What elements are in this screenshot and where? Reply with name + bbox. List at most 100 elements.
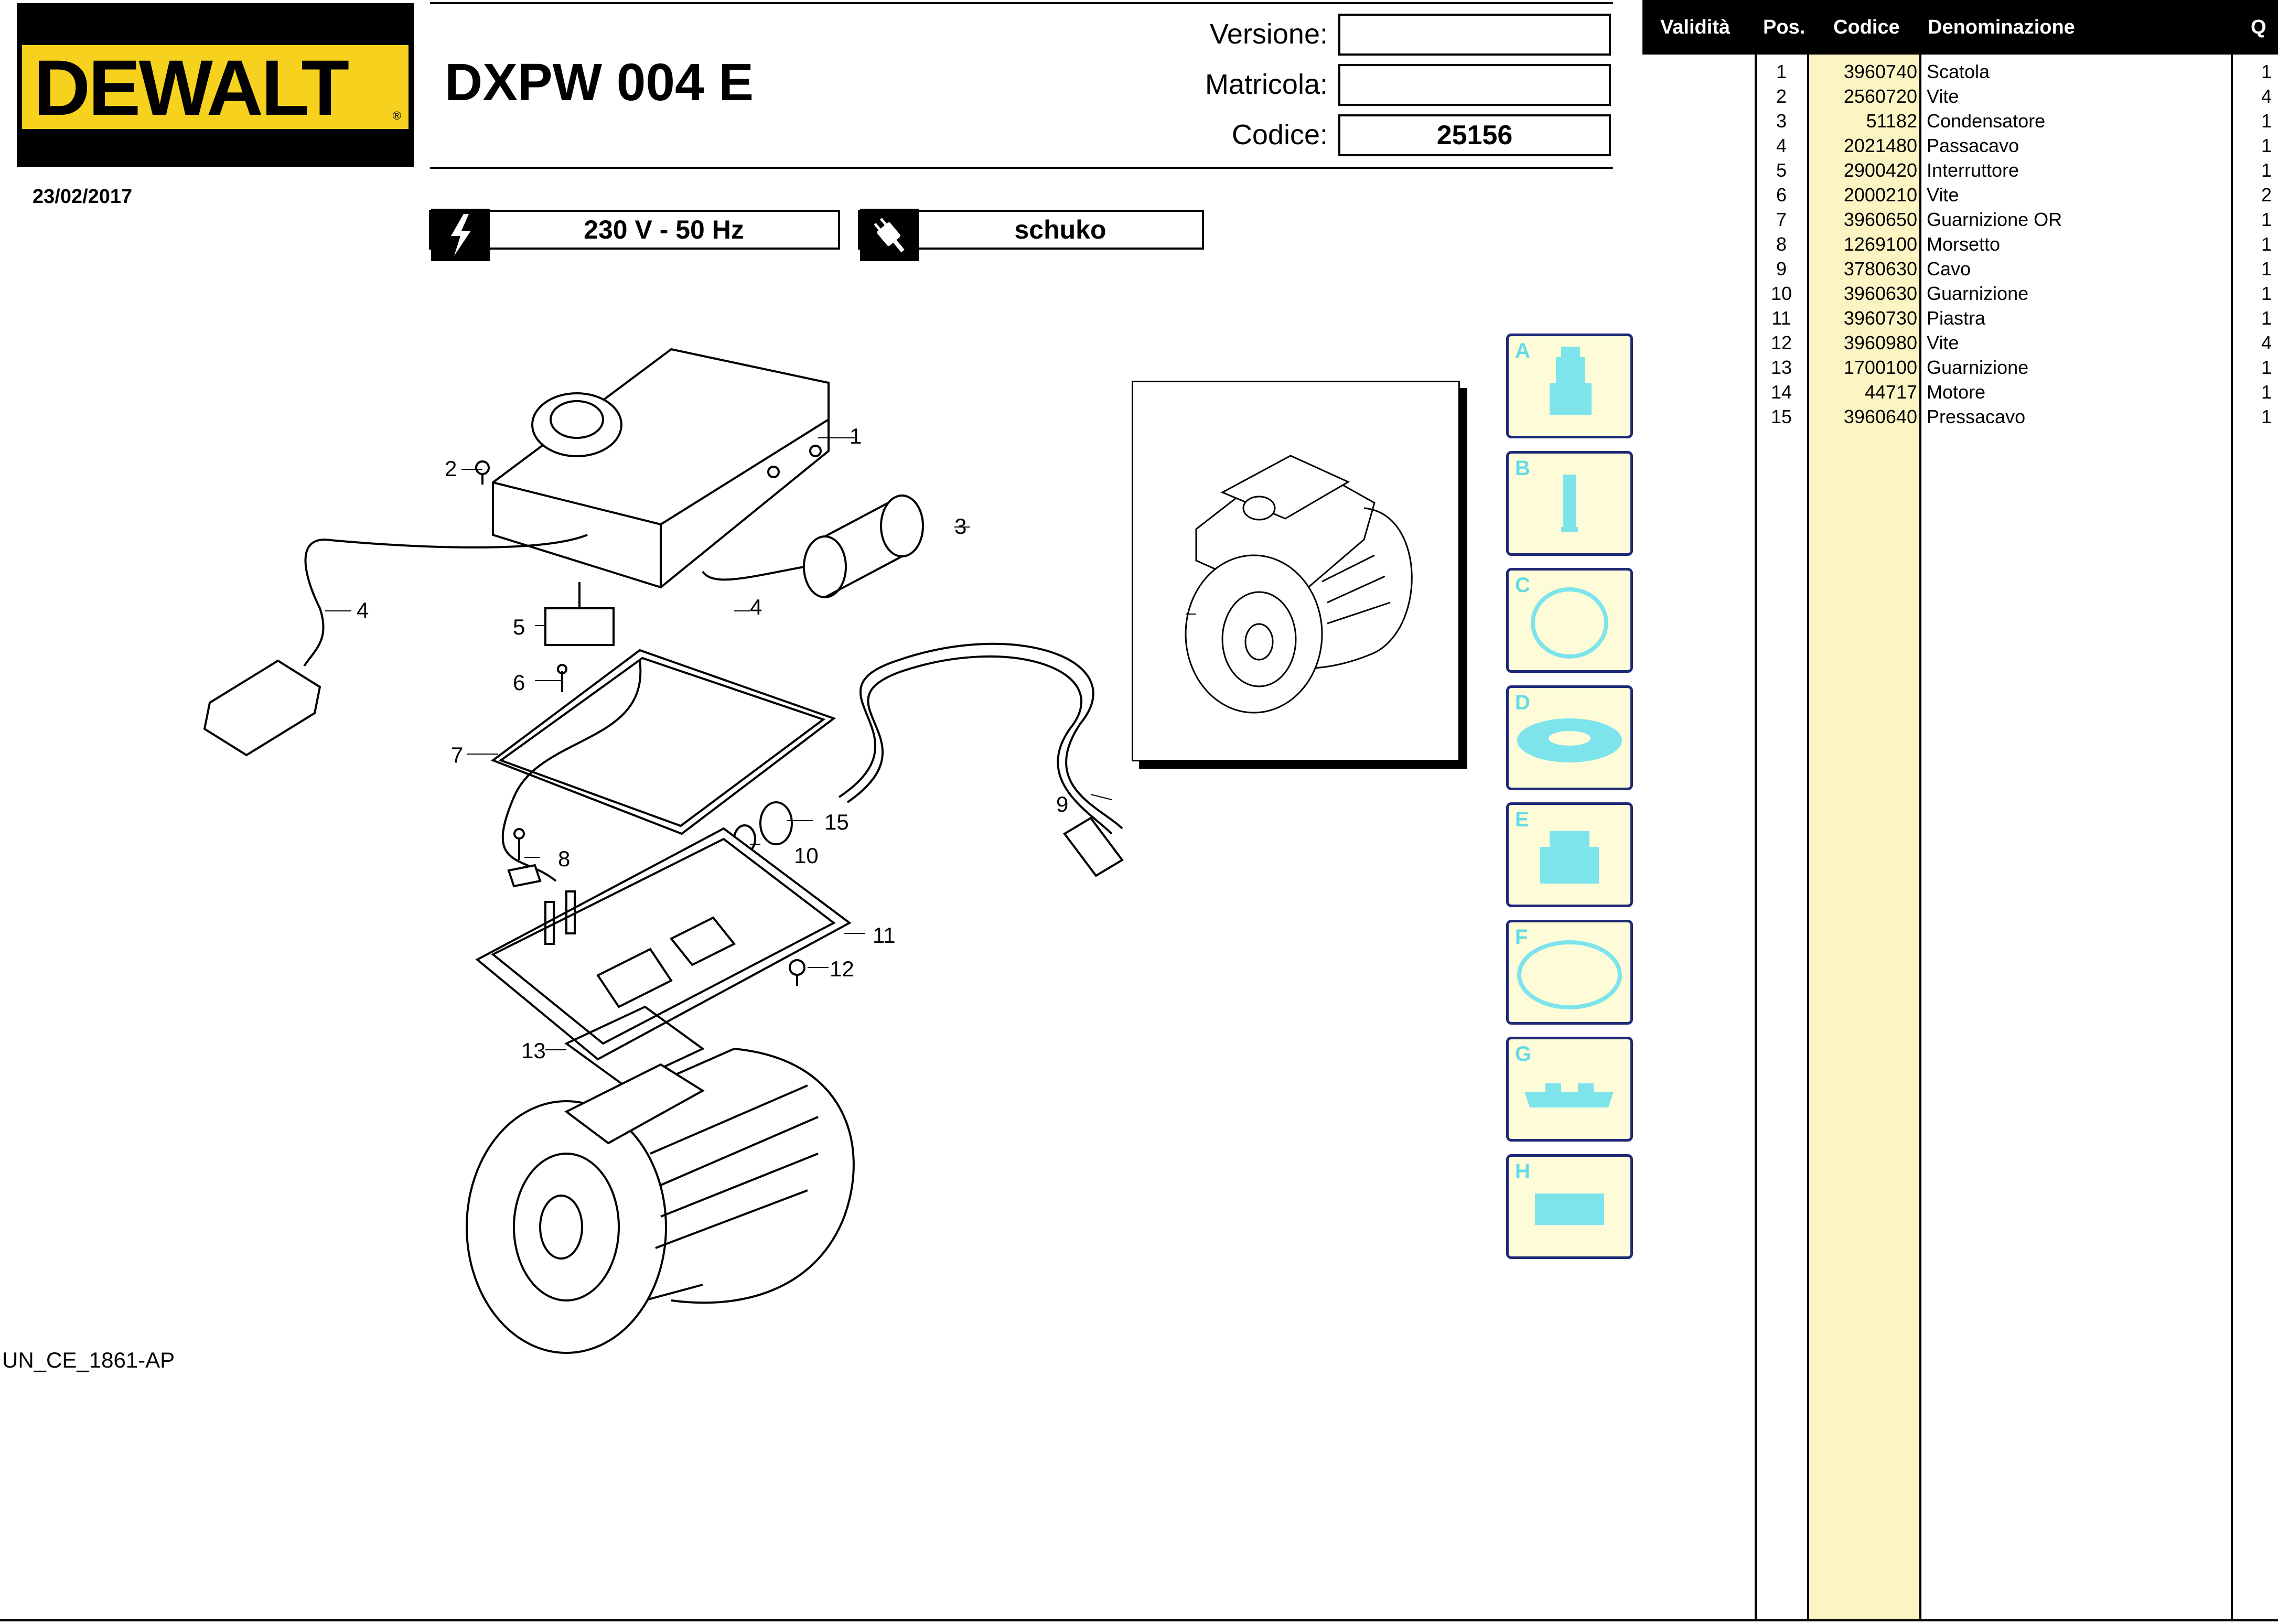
header-qty: Q — [2251, 16, 2266, 38]
variant-g[interactable]: G — [1506, 1037, 1633, 1142]
callout-5: 5 — [513, 615, 525, 639]
plug-spec: schuko — [858, 209, 1204, 261]
cell-name: Vite — [1927, 184, 1959, 206]
registered-mark: ® — [392, 109, 401, 122]
cell-name: Guarnizione — [1927, 357, 2029, 378]
cell-pos: 6 — [1776, 184, 1787, 206]
variant-b[interactable]: B — [1506, 451, 1633, 556]
callout-9: 9 — [1056, 792, 1069, 816]
header-validity: Validità — [1660, 16, 1731, 38]
cell-pos: 11 — [1771, 307, 1791, 329]
callout-13: 13 — [521, 1038, 546, 1063]
cell-pos: 9 — [1776, 258, 1787, 279]
voltage-text: 230 V - 50 Hz — [584, 215, 744, 244]
cell-pos: 15 — [1770, 406, 1792, 427]
callout-4a: 4 — [357, 598, 369, 622]
cell-pos: 8 — [1776, 233, 1787, 255]
part-cover — [492, 348, 830, 589]
cell-name: Condensatore — [1927, 110, 2046, 132]
variant-letter: B — [1515, 457, 1530, 480]
callout-12: 12 — [830, 956, 854, 981]
header-code: Codice — [1833, 16, 1900, 38]
part-motor — [466, 1048, 855, 1354]
callout-10: 10 — [794, 843, 819, 868]
dewalt-logo: DEWALT ® — [17, 3, 414, 167]
col-divider — [1919, 0, 1921, 1620]
page-bottom-rule — [0, 1619, 2278, 1621]
cell-qty: 1 — [2261, 209, 2272, 230]
cell-code: 44717 — [1864, 381, 1917, 403]
variant-c[interactable]: C — [1506, 568, 1633, 673]
cell-code: 3780630 — [1843, 258, 1917, 279]
cell-name: Vite — [1927, 85, 1959, 107]
variant-letter: G — [1515, 1042, 1532, 1066]
cell-code: 1269100 — [1843, 233, 1917, 255]
variant-letter: D — [1515, 691, 1530, 714]
version-field — [1338, 14, 1611, 56]
cell-pos: 7 — [1776, 209, 1787, 230]
variant-f[interactable]: F — [1506, 920, 1633, 1025]
cell-code: 1700100 — [1843, 357, 1917, 378]
variant-letter: F — [1515, 926, 1528, 949]
version-label: Versione: — [1209, 18, 1328, 50]
cell-qty: 1 — [2261, 233, 2272, 255]
cell-name: Pressacavo — [1927, 406, 2026, 427]
cell-code: 2560720 — [1843, 85, 1917, 107]
cell-name: Vite — [1927, 332, 1959, 353]
lightning-icon — [431, 209, 490, 261]
header-bottom-rule — [430, 167, 1613, 169]
callout-7: 7 — [451, 743, 464, 767]
cell-qty: 4 — [2261, 332, 2272, 353]
code-field: 25156 — [1338, 114, 1611, 156]
variant-e[interactable]: E — [1506, 802, 1633, 907]
cell-code: 3960650 — [1843, 209, 1917, 230]
cell-name: Guarnizione OR — [1927, 209, 2062, 230]
variant-a[interactable]: A — [1506, 334, 1633, 438]
cell-pos: 1 — [1776, 61, 1787, 82]
cell-name: Interruttore — [1927, 159, 2019, 181]
cell-pos: 14 — [1770, 381, 1792, 403]
cell-name: Cavo — [1927, 258, 1971, 279]
variant-h[interactable]: H — [1506, 1154, 1633, 1259]
serial-label: Matricola: — [1205, 69, 1328, 100]
callout-8: 8 — [558, 846, 571, 871]
cell-pos: 12 — [1770, 332, 1792, 353]
callout-3: 3 — [954, 514, 967, 539]
motor-inset — [1132, 381, 1460, 761]
code-label: Codice: — [1231, 119, 1328, 150]
part-capacitor — [702, 494, 924, 598]
cell-code: 3960640 — [1843, 406, 1917, 427]
cell-qty: 1 — [2261, 406, 2272, 427]
cell-code: 2021480 — [1843, 135, 1917, 156]
col-divider — [1807, 0, 1809, 1620]
header-pos: Pos. — [1763, 16, 1806, 38]
cell-qty: 2 — [2261, 184, 2272, 206]
model-title: DXPW 004 E — [445, 53, 754, 112]
cell-code: 3960730 — [1843, 307, 1917, 329]
variant-letter: A — [1515, 339, 1530, 362]
cell-qty: 1 — [2261, 283, 2272, 304]
cell-code: 3960740 — [1843, 61, 1917, 82]
plug-text: schuko — [1014, 215, 1106, 244]
plug-icon — [860, 209, 919, 261]
cell-name: Guarnizione — [1927, 283, 2029, 304]
header-name: Denominazione — [1928, 16, 2075, 38]
code-column-bg — [1808, 55, 1920, 1620]
cell-pos: 3 — [1776, 110, 1787, 132]
serial-field — [1338, 64, 1611, 106]
variant-letter: C — [1515, 574, 1530, 597]
cell-pos: 2 — [1776, 85, 1787, 107]
cell-code: 2900420 — [1843, 159, 1917, 181]
variant-d[interactable]: D — [1506, 685, 1633, 790]
cell-name: Passacavo — [1927, 135, 2019, 156]
cell-qty: 1 — [2261, 258, 2272, 279]
cell-pos: 5 — [1776, 159, 1787, 181]
callout-1: 1 — [850, 424, 862, 448]
variant-letter: H — [1515, 1160, 1530, 1183]
voltage-spec: 230 V - 50 Hz — [429, 209, 840, 261]
logo-text: DEWALT — [34, 44, 349, 132]
callout-15: 15 — [824, 810, 849, 834]
cell-name: Piastra — [1927, 307, 1986, 329]
cell-pos: 4 — [1776, 135, 1787, 156]
col-divider — [1755, 0, 1757, 1620]
